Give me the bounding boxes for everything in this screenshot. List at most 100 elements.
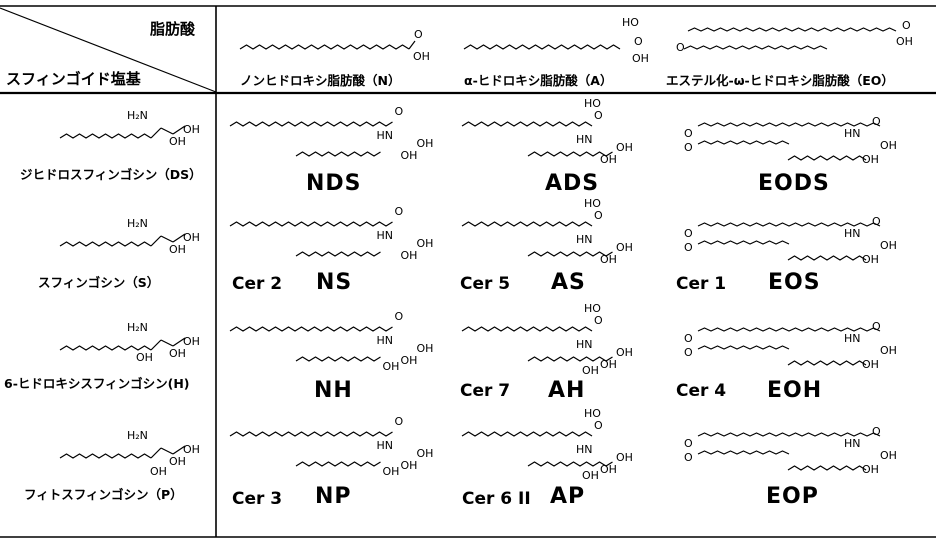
alkyl-chain bbox=[461, 326, 593, 332]
atom-label: OH bbox=[616, 141, 633, 154]
atom-label: HO bbox=[584, 302, 601, 315]
atom-label: HN bbox=[576, 338, 593, 351]
atom-label: HN bbox=[376, 229, 394, 242]
cer-number: Cer 3 bbox=[232, 489, 283, 509]
atom-label: OH bbox=[183, 335, 200, 348]
bond bbox=[172, 233, 186, 243]
bond bbox=[172, 125, 186, 135]
alkyl-chain bbox=[697, 122, 881, 127]
atom-label: OH bbox=[169, 347, 186, 360]
atom-label: OH bbox=[136, 351, 153, 364]
header-diagonal bbox=[0, 7, 217, 93]
atom-label: O bbox=[684, 127, 693, 140]
atom-label: O bbox=[394, 310, 404, 323]
atom-label: OH bbox=[896, 35, 913, 48]
alkyl-chain bbox=[787, 360, 867, 366]
alkyl-chain bbox=[687, 27, 897, 32]
bond bbox=[172, 337, 186, 347]
atom-label: HN bbox=[844, 227, 861, 240]
atom-label: OH bbox=[416, 137, 434, 150]
alkyl-chain bbox=[697, 222, 881, 227]
atom-label: O bbox=[684, 227, 693, 240]
fatty-acid-a-label: α-ヒドロキシ脂肪酸（A） bbox=[464, 73, 613, 88]
atom-label: OH bbox=[862, 253, 879, 266]
alkyl-chain bbox=[787, 255, 867, 261]
atom-label: OH bbox=[600, 253, 617, 266]
fatty-acid-n-label: ノンヒドロキシ脂肪酸（N） bbox=[240, 73, 401, 88]
atom-label: OH bbox=[880, 449, 897, 462]
alkyl-chain bbox=[527, 151, 613, 157]
atom-label: OH bbox=[400, 459, 418, 472]
alkyl-chain bbox=[461, 121, 593, 127]
atom-label: HN bbox=[376, 439, 394, 452]
atom-label: OH bbox=[183, 123, 200, 136]
atom-label: OH bbox=[382, 360, 400, 373]
atom-label: O bbox=[872, 425, 881, 438]
cer-number: Cer 6 II bbox=[462, 489, 531, 509]
alkyl-chain bbox=[229, 431, 393, 437]
atom-label: HN bbox=[376, 129, 394, 142]
alkyl-chain bbox=[697, 240, 790, 245]
atom-label: H₂N bbox=[127, 429, 148, 442]
atom-label: O bbox=[872, 115, 881, 128]
atom-label: HN bbox=[576, 133, 593, 146]
atom-label: H₂N bbox=[127, 109, 148, 122]
base-p-label: フィトスフィンゴシン（P） bbox=[24, 487, 183, 502]
alkyl-chain bbox=[527, 461, 613, 467]
atom-label: OH bbox=[880, 344, 897, 357]
atom-label: OH bbox=[862, 358, 879, 371]
atom-label: O bbox=[684, 437, 693, 450]
alkyl-chain bbox=[59, 133, 152, 139]
bond bbox=[408, 40, 416, 50]
atom-label: OH bbox=[600, 358, 617, 371]
ceramide-code: AS bbox=[551, 270, 586, 295]
atom-label: OH bbox=[416, 447, 434, 460]
alkyl-chain bbox=[461, 221, 593, 227]
atom-label: O bbox=[594, 314, 603, 327]
atom-label: OH bbox=[183, 231, 200, 244]
ceramide-code: EODS bbox=[758, 171, 830, 196]
ceramide-code: EOS bbox=[768, 270, 821, 295]
alkyl-chain bbox=[787, 465, 867, 471]
atom-label: OH bbox=[582, 364, 599, 377]
atom-label: OH bbox=[616, 451, 633, 464]
alkyl-chain bbox=[697, 450, 790, 455]
alkyl-chain bbox=[683, 45, 828, 50]
alkyl-chain bbox=[697, 345, 790, 350]
alkyl-chain bbox=[229, 326, 393, 332]
sphingoid-base-header: スフィンゴイド塩基 bbox=[6, 70, 141, 88]
cer-number: Cer 7 bbox=[460, 381, 511, 401]
bond bbox=[160, 447, 174, 455]
alkyl-chain bbox=[697, 140, 790, 145]
alkyl-chain bbox=[787, 155, 867, 161]
base-ds-label: ジヒドロスフィンゴシン（DS） bbox=[20, 167, 202, 182]
atom-label: OH bbox=[400, 354, 418, 367]
atom-label: O bbox=[394, 105, 404, 118]
bond bbox=[150, 339, 162, 351]
ceramide-code: NDS bbox=[306, 171, 362, 196]
atom-label: OH bbox=[413, 50, 430, 63]
atom-label: HN bbox=[576, 443, 593, 456]
atom-label: HN bbox=[844, 332, 861, 345]
bond bbox=[150, 235, 162, 247]
atom-label: O bbox=[684, 141, 693, 154]
atom-label: OH bbox=[862, 153, 879, 166]
alkyl-chain bbox=[295, 461, 381, 467]
atom-label: OH bbox=[616, 346, 633, 359]
atom-label: OH bbox=[183, 443, 200, 456]
bond bbox=[160, 339, 174, 347]
atom-label: OH bbox=[416, 342, 434, 355]
ceramide-code: NH bbox=[314, 378, 353, 403]
cer-number: Cer 5 bbox=[460, 274, 511, 294]
atom-label: HN bbox=[844, 127, 861, 140]
alkyl-chain bbox=[239, 44, 410, 50]
atom-label: HN bbox=[576, 233, 593, 246]
atom-label: HN bbox=[376, 334, 394, 347]
alkyl-chain bbox=[229, 121, 393, 127]
atom-label: OH bbox=[400, 149, 418, 162]
atom-label: O bbox=[872, 320, 881, 333]
bond bbox=[150, 127, 162, 139]
atom-label: HO bbox=[622, 16, 639, 29]
atom-label: HO bbox=[584, 197, 601, 210]
atom-label: OH bbox=[632, 52, 649, 65]
